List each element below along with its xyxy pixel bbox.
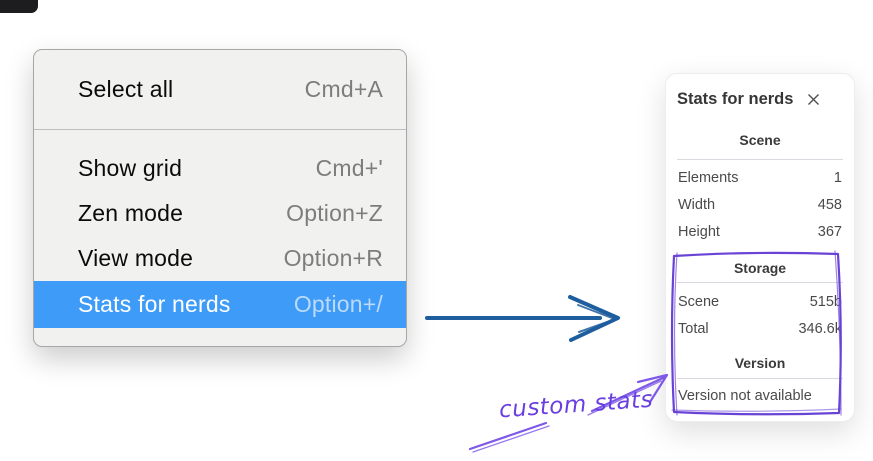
section-header-storage: Storage (733, 260, 787, 276)
annotation-arrow (468, 373, 669, 453)
menu-item-shortcut: Option+Z (286, 200, 383, 226)
menu-item-zen-mode[interactable]: Zen mode Option+Z (34, 191, 406, 236)
menu-item-label: Zen mode (78, 200, 184, 226)
stat-value: 367 (817, 224, 842, 240)
stat-label: Scene (678, 294, 720, 310)
menu-item-label: Stats for nerds (78, 291, 231, 317)
stat-row-width: Width 458 (678, 197, 842, 214)
menu-item-shortcut: Option+R (283, 245, 383, 271)
stat-label: Width (678, 197, 716, 213)
stat-row-height: Height 367 (678, 224, 842, 241)
context-menu-section-1: Select all Cmd+A (34, 50, 406, 129)
stat-label: Elements (678, 170, 739, 186)
section-divider (677, 159, 843, 160)
menu-item-label: View mode (78, 245, 194, 271)
stat-value: 458 (817, 197, 842, 213)
stat-label: Total (678, 321, 709, 337)
cropped-ui-fragment (0, 0, 38, 13)
stats-panel: Stats for nerds Scene Elements 1 Width 4… (665, 73, 855, 422)
sketch-highlight-box (670, 250, 842, 416)
menu-separator (34, 129, 406, 130)
menu-item-shortcut: Cmd+' (315, 155, 383, 181)
section-divider (677, 282, 843, 283)
stat-row-storage-scene: Scene 515b (678, 294, 842, 311)
section-header-version: Version (734, 355, 786, 371)
close-icon[interactable] (806, 92, 821, 107)
stat-value: 1 (833, 170, 842, 186)
stat-label: Height (678, 224, 720, 240)
menu-item-select-all[interactable]: Select all Cmd+A (34, 67, 406, 112)
flow-arrow (425, 295, 620, 342)
section-divider (677, 378, 843, 379)
version-note: Version not available (678, 388, 812, 404)
menu-item-show-grid[interactable]: Show grid Cmd+' (34, 146, 406, 191)
stat-row-storage-total: Total 346.6k (678, 321, 842, 338)
stat-value: 515b (809, 294, 842, 310)
section-header-scene: Scene (739, 132, 781, 148)
context-menu-section-2: Show grid Cmd+' Zen mode Option+Z View m… (34, 130, 406, 346)
menu-item-shortcut: Cmd+A (304, 76, 383, 102)
menu-item-shortcut: Option+/ (293, 291, 383, 317)
menu-item-label: Show grid (78, 155, 183, 181)
menu-item-view-mode[interactable]: View mode Option+R (34, 236, 406, 281)
menu-item-stats-for-nerds[interactable]: Stats for nerds Option+/ (34, 281, 406, 328)
menu-item-label: Select all (78, 76, 174, 102)
context-menu: Select all Cmd+A Show grid Cmd+' Zen mod… (33, 49, 407, 347)
stat-value: 346.6k (798, 321, 842, 337)
stats-panel-title: Stats for nerds (677, 90, 794, 108)
stat-row-elements: Elements 1 (678, 170, 842, 187)
stats-panel-header: Stats for nerds (677, 90, 843, 109)
